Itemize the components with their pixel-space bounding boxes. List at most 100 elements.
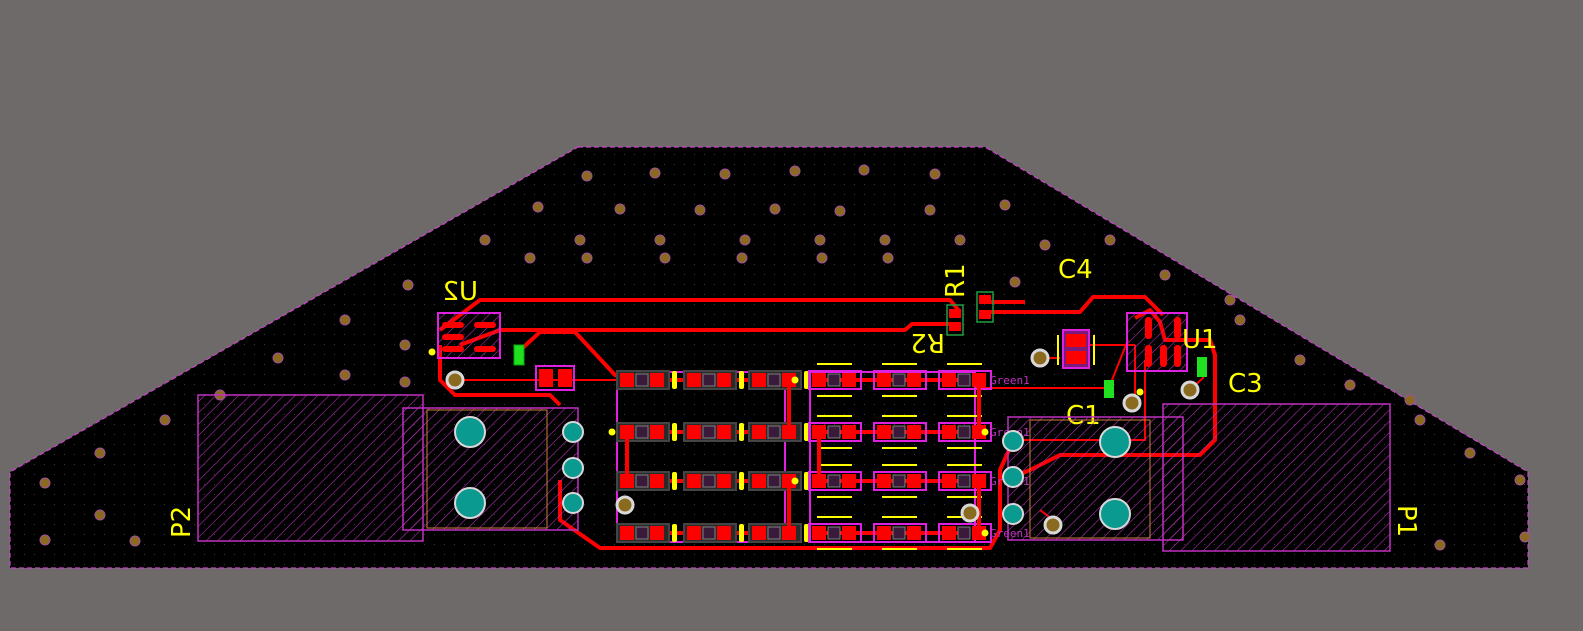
led[interactable]	[683, 422, 744, 442]
led[interactable]	[873, 415, 927, 449]
led[interactable]	[808, 363, 862, 397]
led[interactable]	[683, 471, 744, 491]
led[interactable]	[616, 422, 677, 442]
silk-dot	[981, 529, 989, 537]
through-hole-pad[interactable]	[1002, 430, 1024, 452]
via	[574, 234, 586, 246]
connector-p2[interactable]: P2	[167, 394, 579, 542]
led[interactable]	[938, 363, 992, 397]
via	[789, 165, 801, 177]
led[interactable]	[616, 523, 677, 543]
resistor-r1[interactable]: R1	[941, 263, 971, 336]
through-hole-pad[interactable]	[562, 492, 584, 514]
via	[94, 447, 106, 459]
via	[1344, 379, 1356, 391]
led-net-label: Green1	[990, 374, 1030, 387]
capacitor-u2-bulk[interactable]	[535, 365, 575, 391]
led[interactable]	[873, 516, 927, 550]
via	[882, 252, 894, 264]
test-point-pad[interactable]	[1043, 515, 1063, 535]
via	[769, 203, 781, 215]
via	[858, 164, 870, 176]
component-u1[interactable]: U1	[1126, 312, 1218, 372]
capacitor-c1-pads[interactable]	[1104, 380, 1114, 398]
led[interactable]	[616, 370, 677, 390]
led[interactable]	[683, 523, 744, 543]
connector-p1[interactable]: P1	[1007, 403, 1421, 552]
through-hole-pad[interactable]	[1002, 466, 1024, 488]
component-c4-pads[interactable]	[976, 291, 994, 323]
via	[1039, 239, 1051, 251]
test-point-pad[interactable]	[960, 503, 980, 523]
led[interactable]	[748, 471, 809, 491]
via	[1224, 294, 1236, 306]
via	[614, 203, 626, 215]
label-u2: U2	[442, 277, 478, 307]
via	[399, 339, 411, 351]
silk-dot	[608, 428, 616, 436]
via	[1514, 474, 1526, 486]
via	[339, 314, 351, 326]
via	[524, 252, 536, 264]
led[interactable]	[808, 464, 862, 498]
silk-dot	[791, 477, 799, 485]
test-point-pad[interactable]	[1122, 393, 1142, 413]
through-hole-pad[interactable]	[562, 457, 584, 479]
through-holes	[428, 348, 1200, 537]
led[interactable]	[873, 363, 927, 397]
led[interactable]	[748, 370, 809, 390]
capacitor-c-bulk[interactable]	[1057, 329, 1095, 369]
led[interactable]	[748, 523, 809, 543]
capacitor-small-u2[interactable]	[513, 344, 525, 366]
component-u2[interactable]: U2	[437, 277, 501, 359]
led[interactable]	[873, 464, 927, 498]
led[interactable]	[748, 422, 809, 442]
test-point-pad[interactable]	[445, 370, 465, 390]
through-hole-pad[interactable]	[454, 487, 486, 519]
via	[924, 204, 936, 216]
through-hole-pad[interactable]	[562, 421, 584, 443]
via	[1159, 269, 1171, 281]
through-hole-pad[interactable]	[1002, 503, 1024, 525]
through-hole-pad[interactable]	[454, 416, 486, 448]
led[interactable]	[938, 415, 992, 449]
via	[1434, 539, 1446, 551]
led[interactable]	[683, 370, 744, 390]
via	[879, 234, 891, 246]
silk-dot	[1136, 388, 1144, 396]
via	[402, 279, 414, 291]
via	[739, 234, 751, 246]
led[interactable]	[808, 516, 862, 550]
via	[532, 201, 544, 213]
via	[272, 352, 284, 364]
via	[581, 170, 593, 182]
via	[954, 234, 966, 246]
label-u1: U1	[1182, 325, 1218, 355]
through-hole-pad[interactable]	[1099, 498, 1131, 530]
via	[399, 376, 411, 388]
via	[581, 252, 593, 264]
test-point-pad[interactable]	[615, 495, 635, 515]
via	[659, 252, 671, 264]
via	[1404, 394, 1416, 406]
via	[1009, 276, 1021, 288]
led[interactable]	[938, 464, 992, 498]
via	[719, 168, 731, 180]
via	[94, 509, 106, 521]
test-point-pad[interactable]	[1030, 348, 1050, 368]
via	[1294, 354, 1306, 366]
through-hole-pad[interactable]	[1099, 426, 1131, 458]
label-c3: C3	[1228, 369, 1263, 399]
via	[814, 234, 826, 246]
via	[129, 535, 141, 547]
via	[159, 414, 171, 426]
label-c4: C4	[1058, 255, 1093, 285]
label-p1: P1	[1391, 505, 1421, 537]
via	[39, 534, 51, 546]
test-point-pad[interactable]	[1180, 380, 1200, 400]
capacitor-c3-pads[interactable]	[1197, 357, 1207, 377]
silk-dot	[791, 376, 799, 384]
via	[654, 234, 666, 246]
via	[694, 204, 706, 216]
